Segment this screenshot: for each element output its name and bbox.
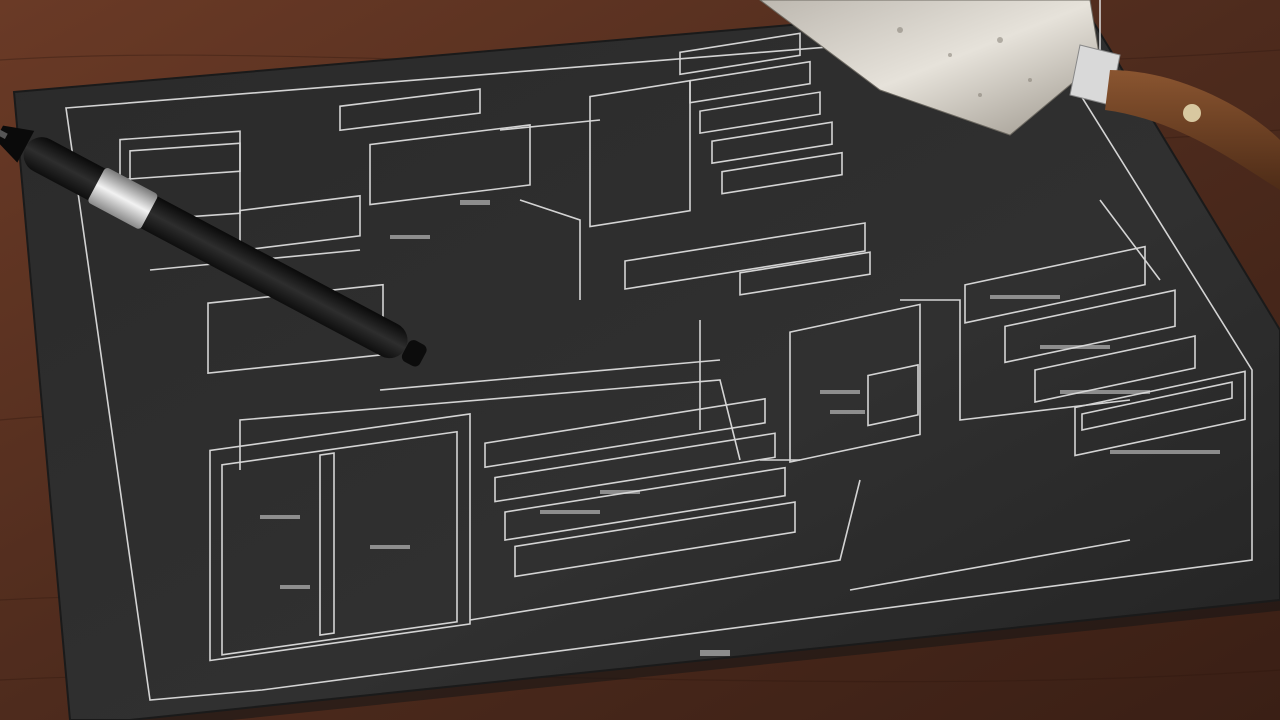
blueprint-sheet: [12, 0, 1280, 720]
pen-icon: [0, 125, 427, 367]
schematic-glyphs: [260, 200, 1220, 656]
knife-icon: [759, 0, 1280, 190]
schematic-drawing: [65, 0, 1253, 701]
rivet: [1183, 104, 1201, 122]
